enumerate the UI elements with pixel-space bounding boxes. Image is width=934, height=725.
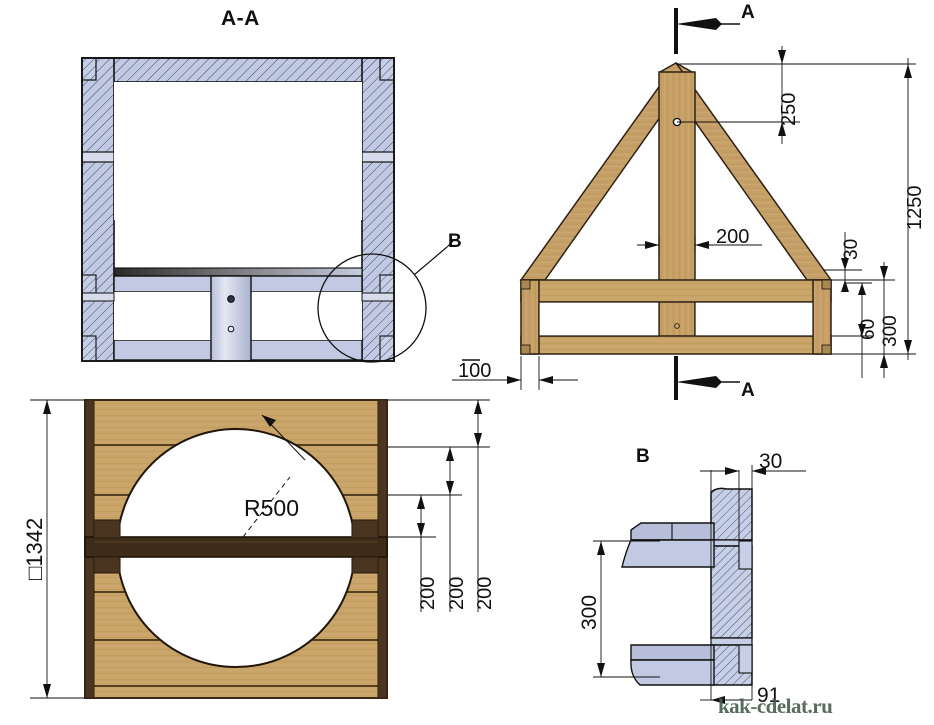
plan-notch-left-upper <box>93 519 121 539</box>
radius-label-r500: R500 <box>244 495 299 521</box>
dim-label-30-truss: 30 <box>841 238 862 260</box>
section-arrow-a-top <box>674 8 740 54</box>
detail-label-b-view: B <box>636 446 650 467</box>
dimension-300-truss <box>831 262 895 378</box>
section-left-post <box>81 57 115 362</box>
plan-notch-right-lower <box>351 556 379 574</box>
section-notch-bl-lower <box>81 335 97 362</box>
detail-circle-b <box>317 253 427 363</box>
r500-leader-lower <box>242 476 291 538</box>
dim-label-200-outer: 200 <box>474 576 496 610</box>
detail-callout-b-section: B <box>448 231 462 252</box>
detailb-socket-upper <box>738 540 753 570</box>
section-top-beam <box>81 57 395 83</box>
detailb-rail-upper-body <box>621 539 715 568</box>
truss-right-end-block <box>812 279 832 355</box>
truss-king-post <box>658 71 696 349</box>
detail-b-tick <box>446 238 456 248</box>
section-mark-a-top: A <box>741 2 755 23</box>
dim-label-60: 60 <box>858 318 879 340</box>
dim-label-100: 100 <box>458 360 492 382</box>
dim-label-300-truss: 300 <box>880 315 901 347</box>
truss-left-end-block <box>520 279 540 355</box>
truss-bolt-low <box>674 323 680 329</box>
dimension-91-detail <box>700 696 752 704</box>
dimension-60 <box>831 282 872 378</box>
truss-joint-br <box>821 344 832 355</box>
dimension-30-detail <box>700 467 806 475</box>
dimension-300-detail <box>593 540 660 678</box>
dim-label-250: 250 <box>778 92 800 126</box>
dim-label-300-detail: 300 <box>578 594 601 630</box>
dim-label-30-detail: 30 <box>759 450 783 473</box>
section-mark-a-bottom: A <box>741 380 755 401</box>
truss-joint-bl <box>520 344 531 355</box>
detailb-post-upper <box>710 487 753 541</box>
section-inner-cavity <box>114 82 362 220</box>
section-right-slit <box>361 151 395 163</box>
dim-label-91-detail: 91 <box>757 684 781 707</box>
plan-notch-left-lower <box>93 556 121 574</box>
truss-joint-tr <box>821 279 832 290</box>
dimension-30-truss <box>823 232 862 292</box>
section-notch-tr <box>379 57 395 81</box>
truss-panel-left <box>538 301 660 337</box>
section-dark-cap-strip <box>113 267 363 277</box>
section-bolt-upper <box>227 295 235 303</box>
dimension-250 <box>676 46 800 144</box>
section-outer-outline <box>81 57 395 362</box>
section-notch-tl <box>81 57 97 81</box>
view-plan-circle <box>30 399 490 699</box>
view-section-aa <box>81 57 480 363</box>
dim-label-200-post: 200 <box>716 226 750 248</box>
dimension-1342 <box>30 399 85 699</box>
section-right-post <box>361 57 395 362</box>
section-notch-br-lower <box>379 335 395 362</box>
dimension-100 <box>452 356 578 390</box>
section-right-slit-lower <box>361 292 395 302</box>
section-arrow-a-bottom <box>674 356 740 400</box>
detailb-joint-gap-lower <box>710 637 753 646</box>
plan-center-beam <box>84 536 388 558</box>
dim-label-200-middle: 200 <box>446 576 468 610</box>
site-watermark: kak-cdelat.ru <box>718 694 833 718</box>
section-notch-br-upper <box>379 274 395 294</box>
dimension-200-post <box>637 236 762 254</box>
section-bracket-plate <box>210 275 252 362</box>
section-notch-bl-upper <box>81 274 97 294</box>
section-bolt-lower <box>227 325 235 333</box>
truss-joint-tl <box>520 279 531 290</box>
section-left-slit-lower <box>81 292 115 302</box>
truss-lower-chord <box>520 335 832 355</box>
detailb-rail-lower-top <box>630 644 715 661</box>
truss-upper-chord <box>520 279 832 303</box>
truss-panel-right <box>694 301 814 337</box>
view-front-truss <box>446 8 916 400</box>
dimension-200-stack <box>387 399 490 612</box>
dim-label-1250: 1250 <box>904 185 926 231</box>
detailb-rail-lower-body <box>630 659 715 686</box>
r500-arrowhead <box>262 415 276 427</box>
dim-label-1342: □1342 <box>22 517 47 580</box>
section-title-aa: A-A <box>221 7 260 30</box>
detailb-socket-lower <box>738 644 753 674</box>
plan-notch-right-upper <box>351 519 379 539</box>
dim-label-200-inner: 200 <box>417 576 439 610</box>
view-detail-b <box>593 465 806 704</box>
section-left-slit <box>81 151 115 163</box>
detail-b-leader-line <box>413 246 448 276</box>
